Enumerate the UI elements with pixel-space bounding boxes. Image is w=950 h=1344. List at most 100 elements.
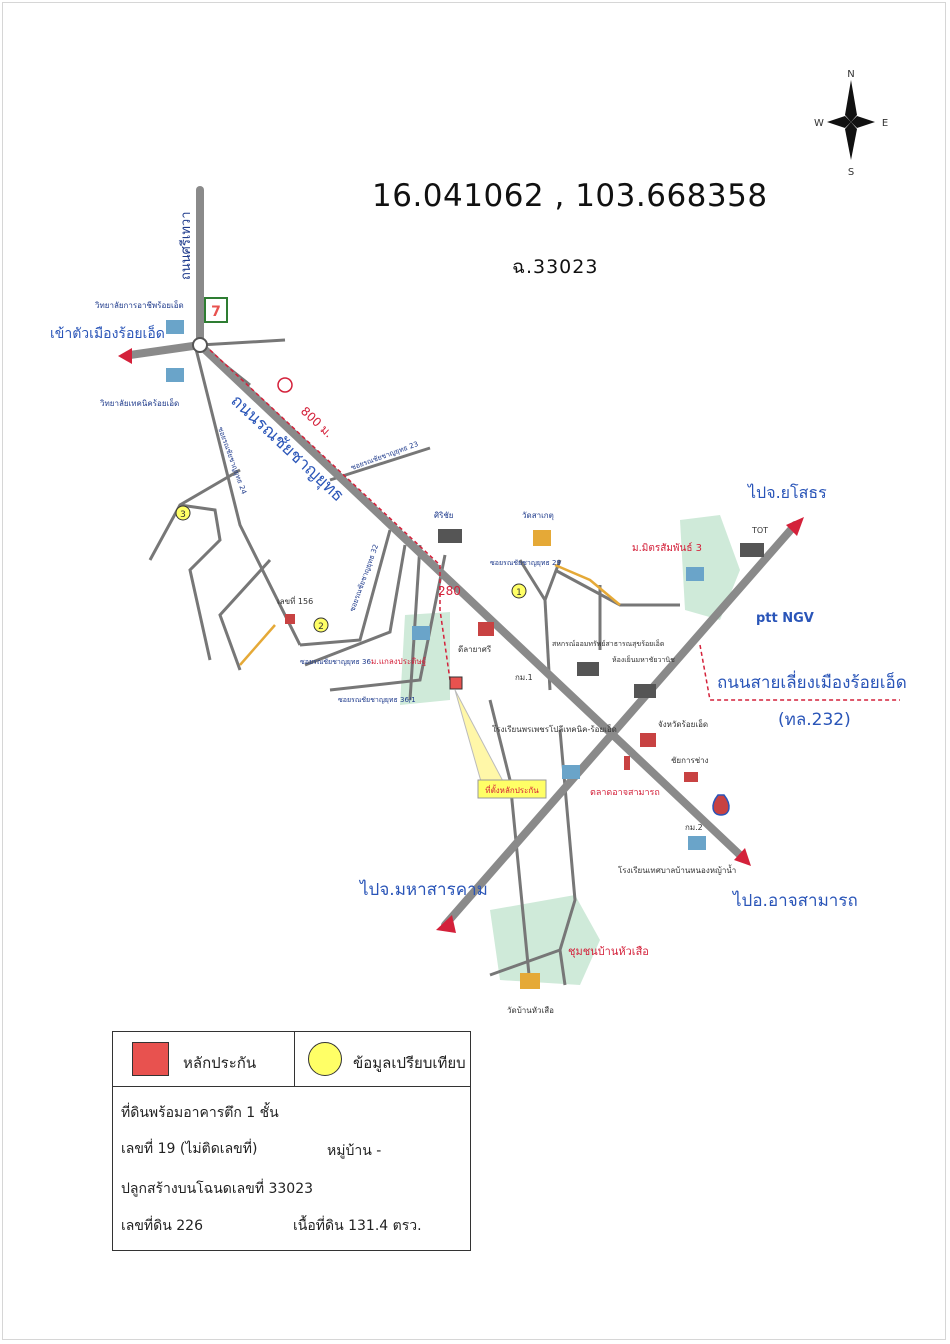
legend-comparison-swatch	[308, 1042, 342, 1076]
road-bypass	[441, 521, 799, 929]
label-huaseng-community: ชุมชนบ้านหัวเสือ	[568, 945, 649, 958]
label-mitsamphan: ม.มิตรสัมพันธ์ 3	[632, 542, 702, 554]
legend-header: หลักประกัน ข้อมูลเปรียบเทียบ	[113, 1032, 470, 1087]
pt-station-icon	[277, 377, 293, 393]
seven-eleven-icon	[204, 297, 228, 323]
label-ptt: ptt NGV	[756, 611, 814, 626]
collateral-callout	[454, 689, 506, 786]
road-soi36	[304, 544, 407, 667]
polytechnic-icon	[562, 765, 580, 779]
tot-icon	[740, 543, 764, 557]
major-roads	[126, 186, 799, 929]
ptt-flame-icon	[712, 794, 730, 816]
label-no156: เลขที่ 156	[277, 595, 313, 606]
comparison-marker-1-label: 1	[516, 588, 522, 598]
unpaved-roads	[239, 563, 621, 666]
legend-collateral-swatch	[132, 1042, 169, 1076]
agri-college-icon	[166, 320, 184, 334]
green-area-mitsamphan	[680, 515, 740, 620]
label-to-mahasarakham: ไปจ.มหาสารคาม	[358, 879, 488, 900]
collateral-tag	[477, 779, 547, 799]
label-nongpuan-school: โรงเรียนเทศบาลบ้านหนองหญ้าน้ำ	[618, 864, 736, 875]
label-kleangpradit: ม.แกลงประดิษฐ์	[371, 656, 426, 666]
mitsamphan-icon	[686, 567, 704, 581]
label-tech-college: วิทยาลัยเทคนิคร้อยเอ็ด	[99, 398, 179, 408]
legend-property-type: ที่ดินพร้อมอาคารตึก 1 ชั้น	[121, 1105, 279, 1121]
compass-south-arrow	[845, 122, 857, 160]
legend-divider	[294, 1032, 295, 1087]
cooperative-icon	[577, 662, 599, 676]
label-roiet-province: จังหวัดร้อยเอ็ด	[658, 719, 708, 729]
label-sriwawan: ถนนศรีเทวา	[178, 212, 194, 281]
compass-west-arrow	[827, 116, 851, 128]
seven-eleven-label: 7	[211, 304, 221, 320]
wat-huaseng-icon	[520, 973, 540, 989]
legend-collateral-label: หลักประกัน	[183, 1054, 257, 1072]
label-soi24: ซอยรณชัยชาญยุทธ 24	[216, 426, 248, 496]
school-icon	[688, 836, 706, 850]
cold-room-icon	[634, 684, 656, 698]
arrow-to-mahasarakham	[436, 915, 456, 933]
road-soi-vertical	[408, 544, 422, 701]
compass-e: E	[882, 118, 888, 129]
arrow-to-city	[118, 348, 132, 364]
label-280m: 280	[438, 584, 461, 598]
comparison-marker-3	[175, 505, 191, 521]
road-east-spur	[199, 338, 286, 347]
label-to-city: เข้าตัวเมืองร้อยเอ็ด	[50, 324, 165, 342]
road-west-loop	[148, 468, 241, 561]
compass-rose: N S W E	[814, 69, 888, 178]
collateral-marker	[449, 676, 463, 690]
road-soi32	[299, 529, 392, 647]
label-soi36-1: ซอยรณชัยชาญยุทธ 36/1	[338, 696, 416, 704]
label-bypass-code: (ทล.232)	[778, 710, 851, 730]
green-area-huaseng	[490, 895, 600, 985]
legend-box: หลักประกัน ข้อมูลเปรียบเทียบ ที่ดินพร้อม…	[112, 1031, 471, 1251]
wat-sadet-icon	[533, 530, 551, 546]
comparison-marker-1	[511, 583, 527, 599]
distance-route	[209, 349, 900, 701]
label-bypass: ถนนสายเลี่ยงเมืองร้อยเอ็ด	[717, 670, 907, 693]
label-polytechnic: โรงเรียนพรเพชรโปลีเทคนิค-ร้อยเอ็ด	[492, 724, 617, 734]
comparison-marker-3-label: 3	[180, 510, 186, 520]
label-km1: กม.1	[515, 673, 533, 682]
kleangpradit-icon	[412, 626, 430, 640]
label-wat-huaseng: วัดบ้านหัวเสือ	[507, 1006, 554, 1015]
arrow-to-atsamat	[734, 848, 751, 866]
label-km2: กม.2	[685, 823, 703, 832]
legend-deed-line: ปลูกสร้างบนโฉนดเลขที่ 33023	[121, 1181, 314, 1197]
roundabout	[192, 337, 208, 353]
legend-comparison-label: ข้อมูลเปรียบเทียบ	[353, 1054, 466, 1072]
comparison-markers	[175, 505, 527, 633]
legend-land-area: เนื้อที่ดิน 131.4 ตรว.	[293, 1218, 422, 1234]
dashed-280m	[439, 565, 451, 681]
label-highway-dept: ชัยการช่าง	[671, 756, 709, 765]
comparison-marker-2	[313, 617, 329, 633]
highway-icon	[684, 772, 698, 782]
label-to-atsamat: ไปอ.อาจสามารถ	[731, 890, 858, 911]
comparison-marker-2-label: 2	[318, 622, 324, 632]
compass-n: N	[847, 69, 854, 80]
road-soi23	[329, 446, 431, 482]
label-tot: TOT	[751, 526, 768, 535]
unpaved-road-east	[554, 563, 621, 606]
label-deeyasri: ดีลายาศรี	[458, 645, 492, 654]
road-huaseng	[489, 947, 567, 986]
label-to-yasothon: ไปจ.ยโสธร	[746, 483, 827, 502]
deed-number: ฉ.33023	[512, 256, 599, 278]
road-soi24-branch	[218, 558, 272, 671]
dashed-800m	[209, 349, 441, 566]
compass-east-arrow	[851, 116, 875, 128]
road-ranchaichan	[196, 341, 744, 859]
road-to-city	[126, 341, 204, 359]
bypass-pointer	[699, 644, 900, 701]
compass-s: S	[848, 167, 854, 178]
sirichai-icon	[438, 529, 462, 543]
no156-icon	[285, 614, 295, 624]
label-atsamat-market: ตลาดอาจสามารถ	[590, 788, 660, 798]
arrow-to-yasothon	[786, 517, 804, 536]
label-cold-room: ห้องเย็นมหาชัยวานิช	[612, 655, 675, 664]
deeyasri-icon	[478, 622, 494, 636]
